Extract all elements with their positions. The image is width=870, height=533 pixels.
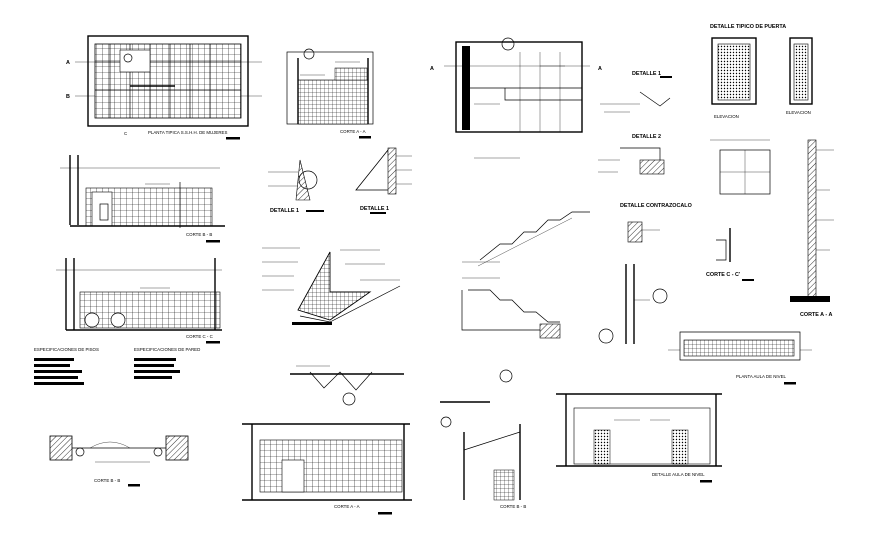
axis-c-label: C <box>124 131 127 136</box>
corte-bb-title: CORTE B - B <box>186 232 212 237</box>
corte-cc-title: CORTE C - C <box>186 334 213 339</box>
door-plan-title: CORTE B - B <box>94 478 120 483</box>
elevacion-2-title: ELEVACION <box>786 110 811 115</box>
detalle-1-right: DETALLE 1 <box>355 147 412 214</box>
detalle-aula-title: DETALLE AULA DE NIVEL <box>652 472 705 477</box>
corte-aa-bottom: CORTE A - A <box>242 423 412 515</box>
restroom-floor-plan: A B C PLANTA TIPICA S.S.H.H. DE MUJERES <box>66 35 262 140</box>
axis-a-right-label: A <box>598 66 602 72</box>
corte-aa-bottom-title: CORTE A - A <box>334 504 360 509</box>
stair-elevation <box>461 211 590 339</box>
detalle-1-right-title: DETALLE 1 <box>360 206 389 212</box>
window-frame-detail: CORTE C - C' <box>706 139 771 281</box>
plan-title: PLANTA TIPICA S.S.H.H. DE MUJERES <box>148 130 227 135</box>
detalle-1-left: DETALLE 1 <box>268 159 324 214</box>
axis-b-label: B <box>66 94 70 100</box>
planta-aula-title: PLANTA AULA DE NIVEL <box>736 374 787 379</box>
detalle-aula-section: DETALLE AULA DE NIVEL <box>556 393 722 483</box>
corte-aa-right-title: CORTE A - A <box>800 312 832 318</box>
detalle-1-small-title: DETALLE 1 <box>632 71 661 77</box>
planta-aula-detail: PLANTA AULA DE NIVEL <box>668 331 812 385</box>
column-detail <box>598 264 668 344</box>
corte-aa-top-title: CORTE A - A <box>340 129 366 134</box>
window-sill-detail <box>290 365 404 406</box>
detalle-puerta-block: DETALLE TIPICO DE PUERTA ELEVACION ELEVA… <box>710 24 813 119</box>
detalle-1-left-title: DETALLE 1 <box>270 208 299 214</box>
detalle-2-block: DETALLE 1 DETALLE 2 DETALLE CONTRAZOCALO <box>598 71 692 243</box>
stair-section-top: A A <box>430 37 602 159</box>
corte-bb-section: CORTE B - B <box>60 155 225 243</box>
axis-a-label: A <box>66 60 70 66</box>
axis-a-left-label: A <box>430 66 434 72</box>
specifications-block: ESPECIFICACIONES DE PISOS ESPECIFICACION… <box>34 347 200 385</box>
detalle-2-title: DETALLE 2 <box>632 134 661 140</box>
spec-pared-title: ESPECIFICACIONES DE PARED <box>134 347 200 352</box>
corte-cc-prime-title: CORTE C - C' <box>706 272 740 278</box>
spec-pisos-title: ESPECIFICACIONES DE PISOS <box>34 347 99 352</box>
corte-aa-right-section: CORTE A - A <box>790 139 834 318</box>
corner-tile-detail <box>262 247 401 325</box>
stair-small-section: CORTE B - B <box>440 369 526 509</box>
corte-cc-section: CORTE C - C <box>56 258 222 344</box>
corte-aa-top-section: CORTE A - A <box>286 48 374 139</box>
stair-small-title: CORTE B - B <box>500 504 526 509</box>
detalle-contrazocalo-title: DETALLE CONTRAZOCALO <box>620 203 692 209</box>
detalle-puerta-title: DETALLE TIPICO DE PUERTA <box>710 24 786 30</box>
elevacion-1-title: ELEVACION <box>714 114 739 119</box>
door-plan-detail: CORTE B - B <box>49 435 189 487</box>
